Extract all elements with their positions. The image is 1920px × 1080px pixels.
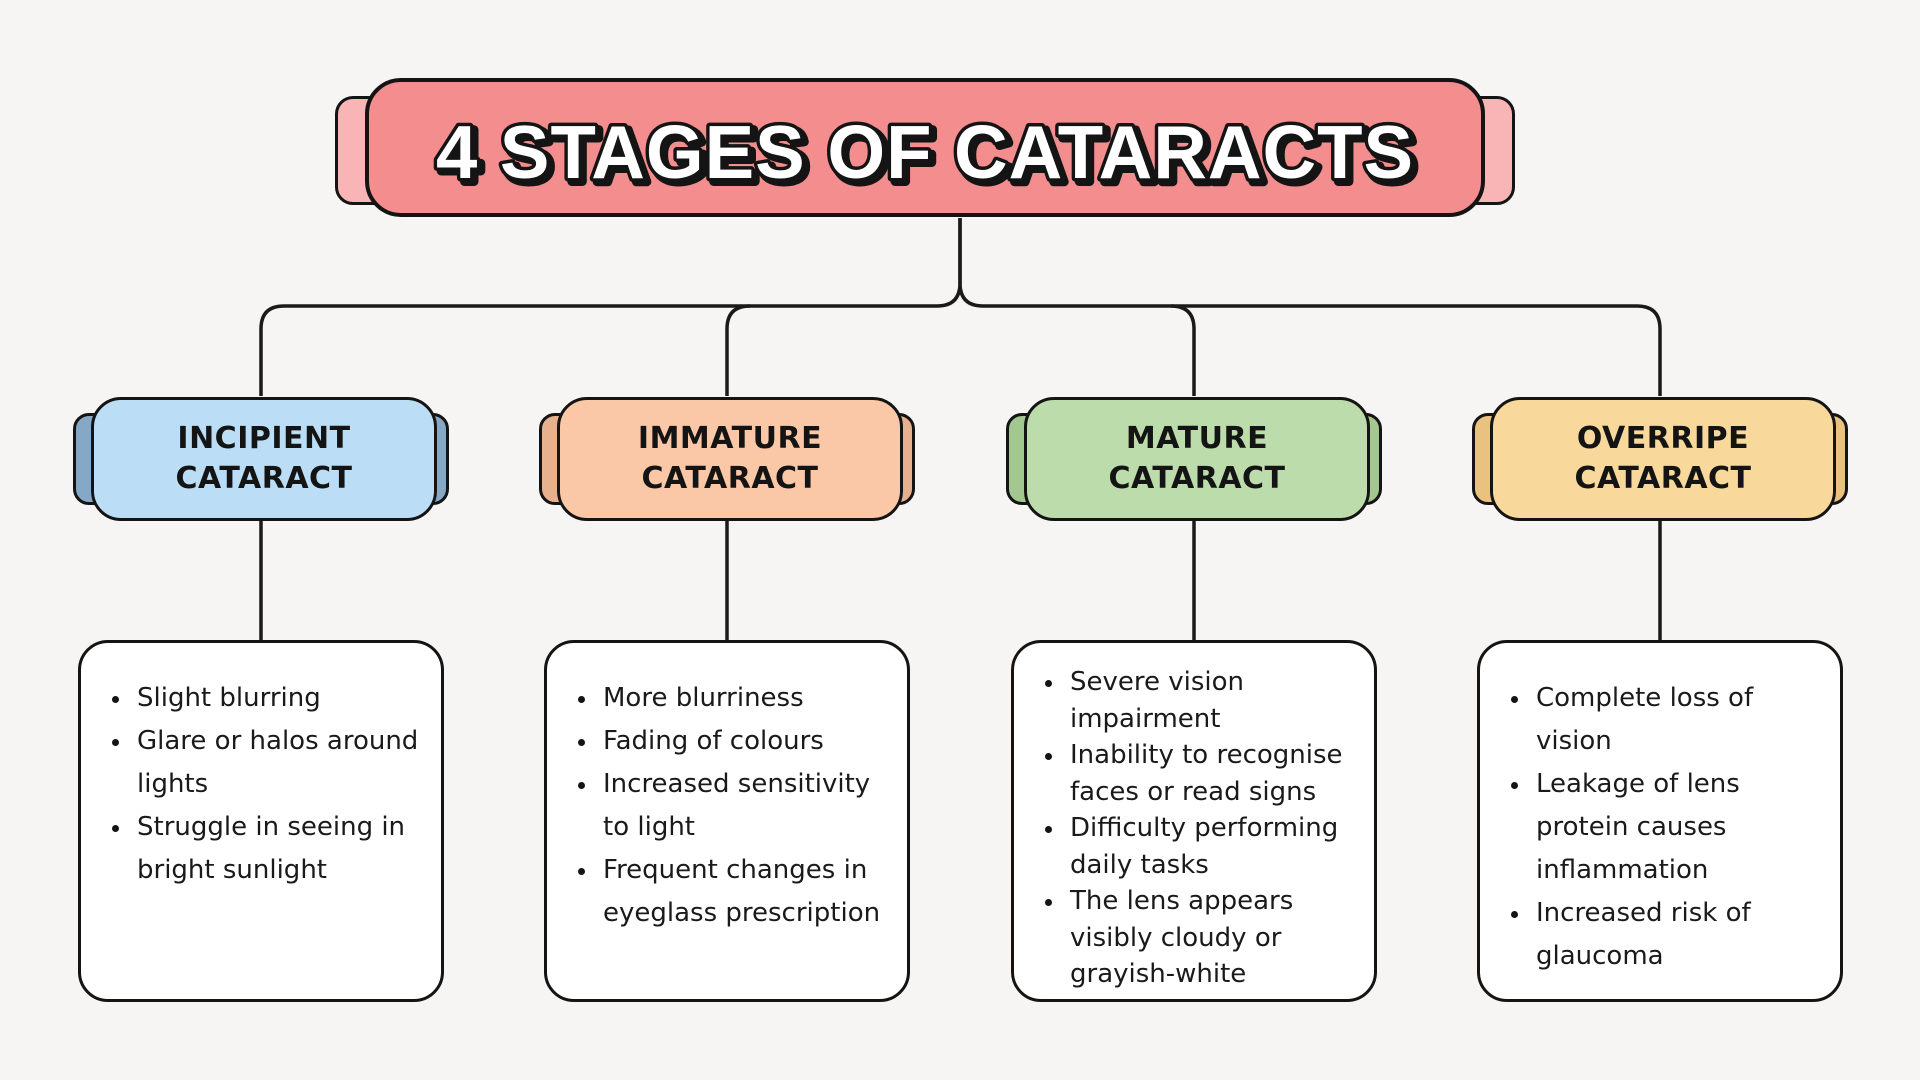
connector-title-to-incipient (259, 218, 962, 396)
stage-column-immature: IMMATURE CATARACT More blurriness Fading… (537, 397, 917, 1002)
immature-bullet-list: More blurriness Fading of colours Increa… (547, 643, 907, 935)
title-text-graphic: 4 STAGES OF CATARACTS 4 STAGES OF CATARA… (433, 106, 1422, 202)
connector-branch-mature (1170, 304, 1196, 396)
mature-title: MATURE CATARACT (1108, 421, 1286, 496)
bullet-item: Frequent changes in eyeglass prescriptio… (599, 849, 889, 935)
stage-column-incipient: INCIPIENT CATARACT Slight blurring Glare… (71, 397, 451, 1002)
stage-header-incipient: INCIPIENT CATARACT (71, 397, 451, 521)
stage-card-overripe: Complete loss of vision Leakage of lens … (1477, 640, 1843, 1002)
page-title-shadow: 4 STAGES OF CATARACTS (440, 114, 1418, 198)
overripe-pill: OVERRIPE CATARACT (1490, 397, 1836, 521)
stage-column-mature: MATURE CATARACT Severe vision impairment… (1004, 397, 1384, 1002)
bullet-item: Struggle in seeing in bright sunlight (133, 806, 423, 892)
bullet-item: Leakage of lens protein causes inflammat… (1532, 763, 1822, 892)
overripe-title: OVERRIPE CATARACT (1574, 421, 1752, 496)
bullet-item: Increased risk of glaucoma (1532, 892, 1822, 978)
bullet-item: The lens appears visibly cloudy or grayi… (1066, 883, 1356, 993)
connector-title-to-overripe (958, 218, 1662, 396)
stage-card-incipient: Slight blurring Glare or halos around li… (78, 640, 444, 1002)
overripe-bullet-list: Complete loss of vision Leakage of lens … (1480, 643, 1840, 978)
bullet-item: Complete loss of vision (1532, 677, 1822, 763)
mature-bullet-list: Severe vision impairment Inability to re… (1014, 643, 1374, 993)
bullet-item: Difficulty performing daily tasks (1066, 810, 1356, 883)
incipient-pill: INCIPIENT CATARACT (91, 397, 437, 521)
bullet-item: Inability to recognise faces or read sig… (1066, 737, 1356, 810)
bullet-item: Slight blurring (133, 677, 423, 720)
page-title: 4 STAGES OF CATARACTS (436, 110, 1414, 194)
incipient-bullet-list: Slight blurring Glare or halos around li… (81, 643, 441, 892)
stage-card-immature: More blurriness Fading of colours Increa… (544, 640, 910, 1002)
connector-branch-immature (725, 304, 751, 396)
bullet-item: Fading of colours (599, 720, 889, 763)
bullet-item: Glare or halos around lights (133, 720, 423, 806)
stage-card-mature: Severe vision impairment Inability to re… (1011, 640, 1377, 1002)
stage-header-immature: IMMATURE CATARACT (537, 397, 917, 521)
immature-pill: IMMATURE CATARACT (557, 397, 903, 521)
bullet-item: Increased sensitivity to light (599, 763, 889, 849)
stage-column-overripe: OVERRIPE CATARACT Complete loss of visio… (1470, 397, 1850, 1002)
bullet-item: More blurriness (599, 677, 889, 720)
mature-pill: MATURE CATARACT (1024, 397, 1370, 521)
stage-header-overripe: OVERRIPE CATARACT (1470, 397, 1850, 521)
bullet-item: Severe vision impairment (1066, 664, 1356, 737)
title-banner-pill: 4 STAGES OF CATARACTS 4 STAGES OF CATARA… (365, 78, 1485, 217)
incipient-title: INCIPIENT CATARACT (175, 421, 353, 496)
immature-title: IMMATURE CATARACT (637, 421, 823, 496)
stage-header-mature: MATURE CATARACT (1004, 397, 1384, 521)
title-banner: 4 STAGES OF CATARACTS 4 STAGES OF CATARA… (335, 78, 1515, 217)
